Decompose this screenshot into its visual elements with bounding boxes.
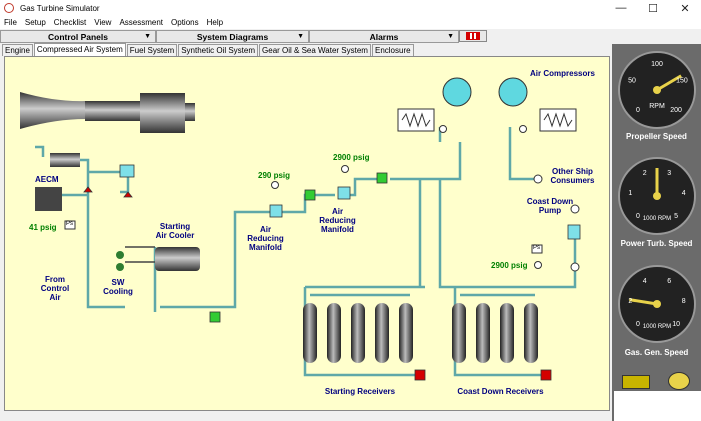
menu-file[interactable]: File [4, 18, 17, 27]
status-indicator [622, 375, 650, 389]
system-diagrams-label: System Diagrams [196, 31, 269, 42]
tab-engine[interactable]: Engine [2, 44, 33, 56]
gauge-tick-label: 50 [628, 78, 636, 85]
psig-41: 41 psig [29, 223, 57, 232]
sw-outlet-icon [116, 263, 124, 271]
ps-box-2 [531, 244, 543, 254]
gauge-tick-label: 3 [667, 170, 671, 177]
coast-down-pump-label: Coast Down Pump [526, 197, 574, 215]
toolbar: Control Panels ▼ System Diagrams ▼ Alarm… [0, 30, 610, 43]
propeller-speed-gauge: RPM 0 50 100 150 200 [614, 48, 700, 132]
air-compressors [442, 77, 528, 107]
menu-options[interactable]: Options [171, 18, 199, 27]
sw-cooling-lines [125, 246, 155, 263]
menu-view[interactable]: View [94, 18, 112, 27]
starting-receivers-label: Starting Receivers [324, 387, 396, 396]
pause-icon [466, 32, 480, 40]
tab-gear-oil-sea-water[interactable]: Gear Oil & Sea Water System [259, 44, 371, 56]
psig-2900-right: 2900 psig [491, 261, 528, 270]
starting-air-cooler [155, 247, 200, 271]
aecm-box [35, 187, 62, 211]
tab-enclosure[interactable]: Enclosure [371, 44, 414, 56]
control-panels-label: Control Panels [48, 31, 108, 42]
gas-generator-needle [629, 298, 658, 306]
gauge-tick-label: 6 [667, 278, 671, 285]
ps-box-1 [64, 220, 76, 230]
tab-synthetic-oil-system[interactable]: Synthetic Oil System [178, 44, 259, 56]
coast-down-receivers-label: Coast Down Receivers [457, 387, 544, 396]
diagram-panel: AECM 41 psig From Control Air Starting A… [4, 56, 610, 411]
air-reducing-manifold-2-label: Air Reducing Manifold [319, 207, 356, 234]
propeller-needle [656, 74, 682, 92]
menu-setup[interactable]: Setup [24, 18, 46, 27]
gas-turbine-engine [20, 92, 195, 133]
tab-compressed-air-system[interactable]: Compressed Air System [33, 43, 126, 56]
alarms-label: Alarms [369, 31, 399, 42]
minimize-button[interactable]: — [615, 2, 627, 14]
pressure-gauges [271, 125, 580, 272]
menu-help[interactable]: Help [206, 18, 224, 27]
ps-label-2: Ps [533, 245, 541, 251]
reducing-manifolds [119, 164, 581, 240]
power-turbine-speed-gauge: 1000 RPM 0 1 2 3 4 5 [614, 154, 700, 238]
sw-cooling-label: SW Cooling [103, 278, 133, 296]
other-ship-consumers-label: Other Ship Consumers [550, 167, 595, 185]
system-diagrams-dropdown[interactable]: System Diagrams ▼ [156, 30, 309, 43]
gas-generator-unit: 1000 RPM [643, 324, 671, 330]
compressed-air-diagram [20, 77, 581, 381]
control-panels-dropdown[interactable]: Control Panels ▼ [0, 30, 156, 43]
window-title: Gas Turbine Simulator [20, 3, 100, 13]
gauge-tick-label: 10 [672, 321, 680, 328]
maximize-button[interactable]: ☐ [648, 2, 658, 15]
power-turbine-unit: 1000 RPM [643, 216, 671, 222]
gauge-tick-label: 4 [643, 278, 647, 285]
psig-2900-top: 2900 psig [333, 153, 370, 162]
gauge-tick-label: 150 [676, 78, 688, 85]
pause-button[interactable] [459, 30, 487, 42]
psig-290: 290 psig [258, 171, 291, 180]
power-turbine-speed-label: Power Turb. Speed [620, 239, 693, 248]
sw-inlet-icon [116, 251, 124, 259]
menu-bar: File Setup Checklist View Assessment Opt… [0, 16, 701, 29]
ps-label-1: Ps [66, 221, 74, 227]
air-compressors-label: Air Compressors [530, 69, 595, 78]
air-reducing-manifold-1-label: Air Reducing Manifold [247, 225, 284, 252]
menu-assessment[interactable]: Assessment [119, 18, 164, 27]
menu-checklist[interactable]: Checklist [53, 18, 87, 27]
app-icon [4, 3, 14, 13]
gauge-tick-label: 1 [628, 190, 632, 197]
gauge-tick-label: 2 [628, 298, 632, 305]
chevron-down-icon: ▼ [144, 33, 151, 40]
tab-strip: Engine Compressed Air System Fuel System… [2, 43, 415, 56]
starting-air-cooler-label: Starting Air Cooler [155, 222, 195, 240]
gauge-tick-label: 5 [674, 213, 678, 220]
gas-generator-speed-gauge: 1000 RPM 0 2 4 6 8 10 [614, 262, 700, 346]
gauge-tick-label: 0 [636, 213, 640, 220]
green-valves [209, 172, 388, 323]
close-button[interactable]: ✕ [680, 2, 690, 15]
aecm-label: AECM [35, 175, 59, 184]
gauge-tick-label: 4 [682, 190, 686, 197]
coast-down-receivers [452, 303, 538, 363]
emblem-icon [668, 372, 690, 390]
bottom-blank [614, 391, 701, 421]
title-bar: Gas Turbine Simulator — ☐ ✕ [0, 0, 701, 16]
air-starter [50, 153, 80, 167]
chevron-down-icon: ▼ [297, 33, 304, 40]
propeller-speed-label: Propeller Speed [626, 132, 687, 141]
gauge-tick-label: 200 [670, 107, 682, 114]
tab-fuel-system[interactable]: Fuel System [126, 44, 178, 56]
starting-receivers [303, 303, 413, 363]
red-valves [83, 186, 552, 381]
propeller-unit: RPM [649, 103, 665, 110]
gauge-tick-label: 0 [636, 321, 640, 328]
chevron-down-icon: ▼ [447, 33, 454, 40]
gauge-tick-label: 100 [651, 61, 663, 68]
gauge-tick-label: 8 [682, 298, 686, 305]
alarms-dropdown[interactable]: Alarms ▼ [309, 30, 459, 43]
from-control-air-label: From Control Air [40, 275, 70, 302]
gauge-tick-label: 2 [643, 170, 647, 177]
gas-generator-speed-label: Gas. Gen. Speed [624, 348, 689, 357]
gauge-tick-label: 0 [636, 107, 640, 114]
